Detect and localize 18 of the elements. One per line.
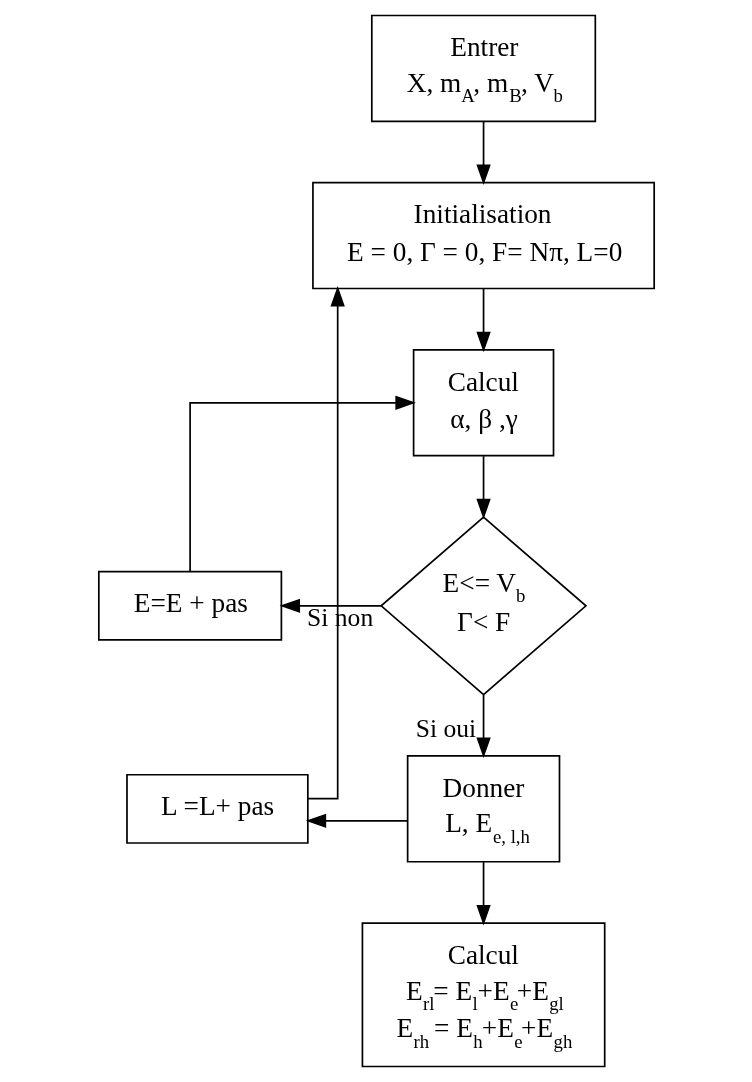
arrow: [475, 861, 491, 926]
node-box: Calcul α, β ,γ: [412, 349, 554, 457]
arrow: [188, 395, 416, 573]
arrow: [475, 455, 491, 520]
arrow: [475, 287, 491, 353]
arrow: [279, 598, 382, 613]
arrow: [475, 694, 491, 759]
node-box: E=E + pas: [97, 570, 282, 641]
node-box: Calcul E$_{rl}$= E$_{l}$+E$_{e}$+E$_{gl}$ E$_{rh}$ = E$_{h}$+E$_{e}$+E$_{gh}$: [361, 922, 606, 1068]
node-box: L =L+ pas: [125, 773, 309, 844]
edge-label: Si oui: [415, 714, 476, 744]
arrow: [305, 813, 408, 828]
node-box: Initialisation E = 0, Γ = 0, F= Nπ, L=0: [311, 181, 655, 290]
node-box: Entrer X, m$_{A}$, m$_{B}$, V$_{b}$: [370, 14, 596, 123]
arrow: [306, 286, 345, 800]
node-box: Donner L, E$_{e, l,h}$: [406, 755, 560, 863]
arrow: [475, 120, 491, 186]
node-diamond: E<= V$_{b}$ Γ< F: [379, 515, 587, 696]
